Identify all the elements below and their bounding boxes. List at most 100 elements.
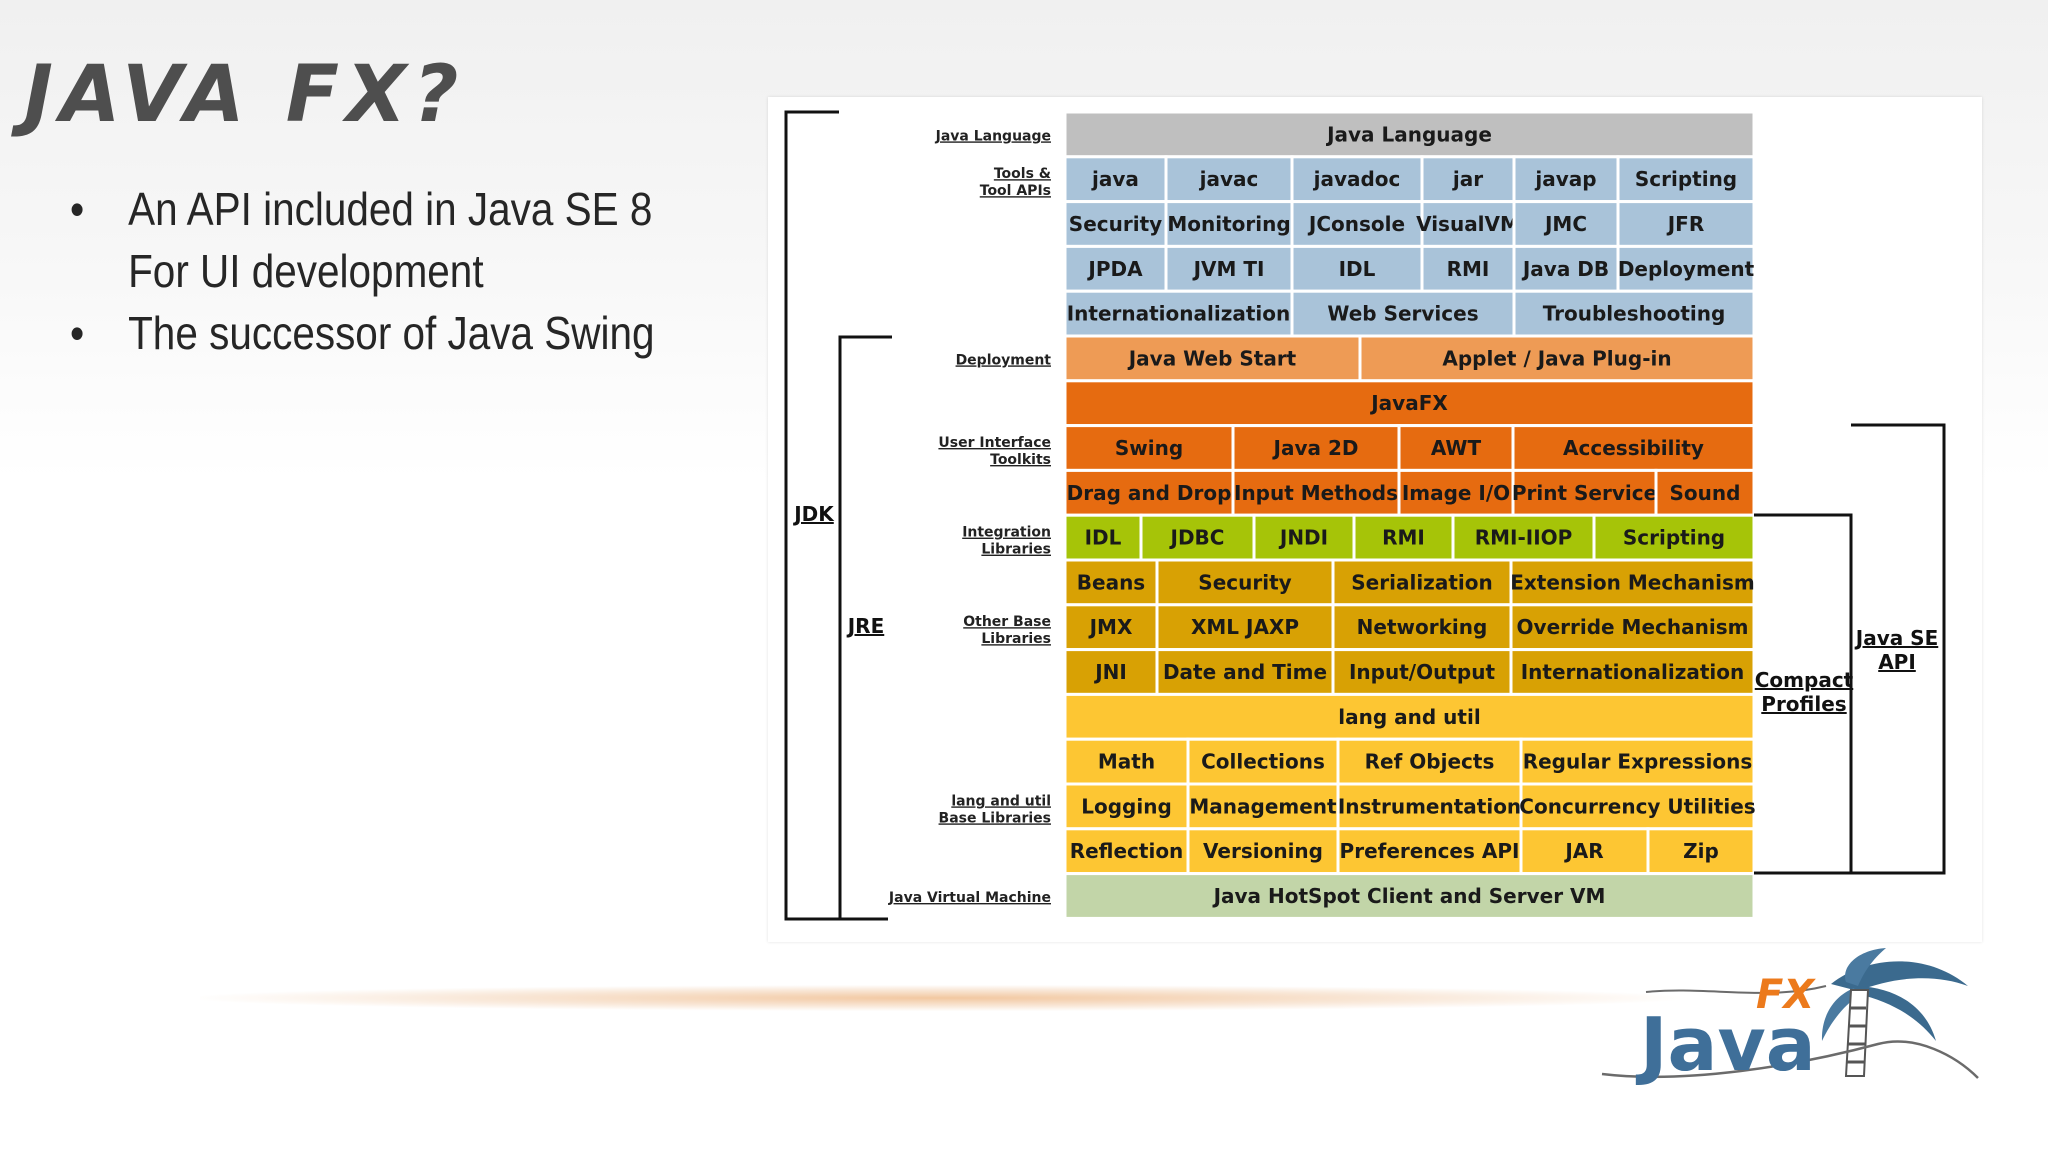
diagram-cell-label: Scripting [1635, 167, 1737, 191]
layer-label: Libraries [981, 631, 1051, 647]
diagram-cell-label: javac [1199, 167, 1259, 191]
bullet-list: • An API included in Java SE 8 For UI de… [70, 178, 734, 364]
diagram-cell [1063, 289, 1294, 338]
java-se-api-bracket [1851, 423, 1946, 875]
layer-label: Libraries [981, 542, 1051, 558]
diagram-cell-label: Java 2D [1272, 436, 1359, 460]
bullet-item: • An API included in Java SE 8 For UI de… [70, 178, 655, 302]
bullet-dot: • [70, 183, 85, 235]
diagram-cell-label: JMC [1543, 212, 1587, 236]
diagram-cell-label: Instrumentation [1338, 794, 1521, 818]
diagram-cell-label: Regular Expressions [1523, 750, 1753, 774]
diagram-cell [1063, 692, 1756, 741]
diagram-cell-label: Web Services [1327, 302, 1478, 326]
diagram-cell-label: Image I/O [1402, 481, 1510, 505]
layer-label: Tool APIs [980, 183, 1051, 199]
diagram-cell [1519, 782, 1756, 831]
diagram-cell-label: Scripting [1623, 526, 1725, 550]
diagram-cell [1290, 200, 1424, 248]
diagram-cell [1331, 648, 1513, 696]
diagram-cell-label: XML JAXP [1191, 615, 1299, 639]
diagram-cell [1063, 872, 1756, 920]
diagram-cell [1252, 513, 1356, 562]
diagram-cell-label: Networking [1357, 615, 1488, 639]
bullet-dot: • [70, 307, 85, 359]
jre-label: JRE [846, 614, 885, 638]
diagram-cell-label: Accessibility [1563, 436, 1704, 460]
diagram-cell-label: JPDA [1086, 257, 1143, 281]
javafx-logo: Java FX [1601, 948, 1979, 1088]
diagram-cell-label: IDL [1339, 257, 1376, 281]
layer-label: Tools & [994, 166, 1051, 182]
diagram-cell [1358, 334, 1756, 383]
diagram-cell-label: Ref Objects [1365, 750, 1495, 774]
diagram-cell-label: Logging [1081, 794, 1172, 818]
diagram-cell [1231, 468, 1401, 517]
jdk-label: JDK [792, 502, 835, 526]
diagram-cell-label: Internationalization [1521, 660, 1745, 684]
compact-profiles-bracket [1754, 513, 1853, 875]
diagram-cell-label: Reflection [1070, 839, 1184, 863]
diagram-cell [1511, 424, 1756, 472]
bullet-line: For UI development [128, 245, 484, 297]
diagram-cell-label: Collections [1201, 750, 1325, 774]
diagram-cell [1155, 603, 1335, 652]
diagram-cell-label: JNDI [1278, 526, 1328, 550]
diagram-cell [1186, 782, 1340, 831]
slide-title: JAVA FX? [24, 50, 466, 140]
diagram-cell-label: javap [1534, 167, 1596, 191]
diagram-cell-label: Internationalization [1067, 302, 1291, 326]
diagram-cell-label: RMI [1382, 526, 1425, 550]
diagram-cell-label: AWT [1431, 436, 1482, 460]
diagram-cell-label: JMX [1088, 615, 1133, 639]
diagram-cell [1616, 244, 1756, 293]
diagram-cell-label: JVM TI [1192, 257, 1265, 281]
diagram-cell-label: Management [1189, 794, 1337, 818]
compact-profiles-label: Compact [1755, 668, 1854, 692]
bullet-line: The successor of Java Swing [128, 307, 655, 359]
diagram-cell-label: Sound [1670, 481, 1741, 505]
diagram-cell-label: Versioning [1203, 839, 1323, 863]
diagram-cell [1155, 648, 1335, 696]
diagram-cell-label: RMI-IIOP [1475, 526, 1573, 550]
layer-label: lang and util [951, 793, 1051, 809]
diagram-cell [1063, 737, 1190, 786]
diagram-cell-label: JAR [1563, 839, 1603, 863]
diagram-cell [1336, 827, 1523, 876]
diagram-cell-label: Zip [1683, 839, 1719, 863]
diagram-cell-label: Deployment [1618, 257, 1755, 281]
diagram-cell-label: Math [1098, 750, 1155, 774]
diagram-cell-label: Applet / Java Plug-in [1442, 346, 1671, 370]
diagram-cell-label: VisualVM [1416, 212, 1520, 236]
diagram-cell [1512, 289, 1756, 338]
layer-label: Java Language [935, 128, 1051, 144]
decorative-glow-line [200, 985, 1680, 1011]
diagram-cell-label: Java DB [1521, 257, 1609, 281]
diagram-cell [1512, 200, 1620, 248]
layer-label: Other Base [963, 614, 1051, 630]
diagram-cell-label: Java HotSpot Client and Server VM [1212, 884, 1606, 908]
layer-label: User Interface [938, 435, 1051, 451]
diagram-cell-label: Date and Time [1163, 660, 1327, 684]
diagram-cell [1290, 244, 1424, 293]
diagram-cell-label: Swing [1115, 436, 1183, 460]
diagram-cell [1646, 827, 1756, 876]
diagram-cell-label: Drag and Drop [1067, 481, 1232, 505]
diagram-cell [1063, 334, 1362, 383]
layer-label: Java Virtual Machine [888, 890, 1051, 906]
diagram-cell-label: Input Methods [1234, 481, 1398, 505]
diagram-cell-label: Java Language [1325, 122, 1492, 146]
jdk-bracket [784, 110, 888, 921]
diagram-cell [1290, 289, 1516, 338]
diagram-cell-label: IDL [1085, 526, 1122, 550]
diagram-cell-label: Java Web Start [1127, 346, 1297, 370]
diagram-cell-label: Troubleshooting [1543, 302, 1726, 326]
diagram-cell [1231, 424, 1401, 472]
layer-label: Base Libraries [939, 810, 1051, 826]
bullet-item: • The successor of Java Swing [70, 302, 655, 364]
diagram-cell-label: RMI [1447, 257, 1490, 281]
diagram-cell-label: JDBC [1169, 526, 1225, 550]
diagram-cell-label: Monitoring [1167, 212, 1290, 236]
diagram-cell-label: Input/Output [1349, 660, 1495, 684]
